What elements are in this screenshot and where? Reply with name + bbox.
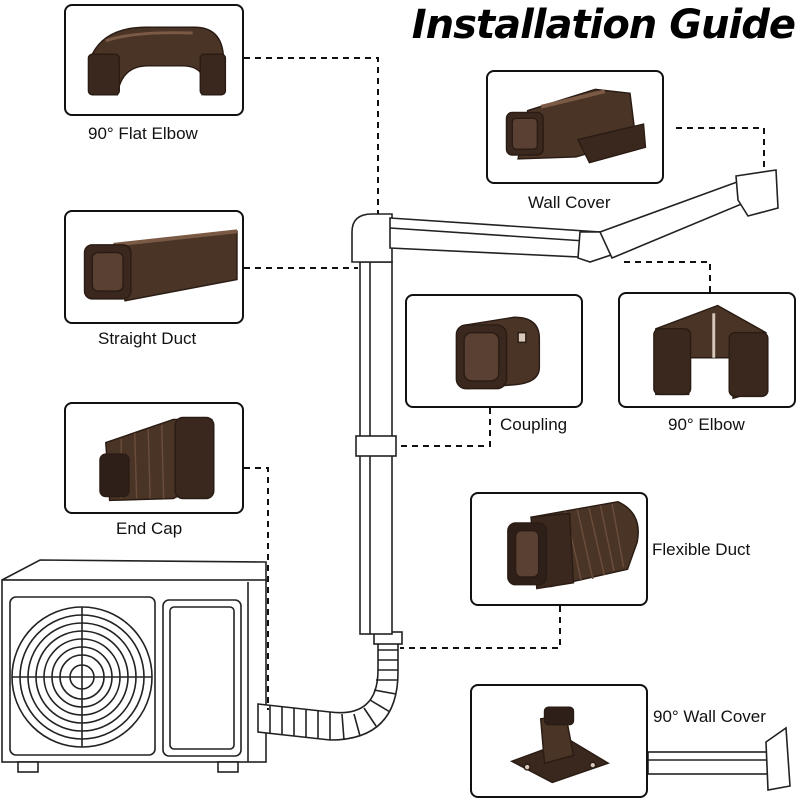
end-cap-box (64, 402, 244, 514)
coupling-label: Coupling (500, 415, 568, 434)
top-elbow-icon (351, 213, 393, 263)
coupling-part-icon (455, 316, 541, 390)
vertical-duct-icon (355, 261, 397, 635)
flat-elbow-label: 90° Flat Elbow (88, 124, 198, 143)
straight-duct-label: Straight Duct (98, 329, 197, 348)
wall-cover-90-label: 90° Wall Cover (653, 707, 766, 726)
leader-lines (244, 57, 765, 710)
flat-elbow-part-icon (87, 26, 227, 96)
straight-duct-box (64, 210, 244, 324)
flexible-duct-label: Flexible Duct (652, 540, 751, 559)
page-title: Installation Guide (411, 2, 796, 48)
flexible-duct-part-icon (507, 500, 639, 590)
end-cap-label: End Cap (116, 519, 183, 538)
straight-duct-part-icon (83, 229, 238, 302)
wall-cover-90-box (470, 684, 648, 798)
end-cap-part-icon (99, 416, 215, 502)
wall-cover-part-icon (505, 88, 647, 164)
wall-cover-box (486, 70, 664, 184)
flat-elbow-box (64, 4, 244, 116)
elbow-part-icon (653, 304, 769, 400)
wall-cover-label: Wall Cover (528, 193, 611, 212)
elbow-label: 90° Elbow (668, 415, 745, 434)
elbow-box (618, 292, 796, 408)
horizontal-duct-icon (389, 169, 779, 263)
flexible-duct-run-icon (257, 631, 403, 741)
outdoor-unit-icon (1, 559, 267, 773)
wall-cover-90-part-icon (509, 706, 610, 784)
coupling-box (405, 294, 583, 408)
flexible-duct-box (470, 492, 648, 606)
wall-cover-90-run-icon (647, 726, 791, 791)
